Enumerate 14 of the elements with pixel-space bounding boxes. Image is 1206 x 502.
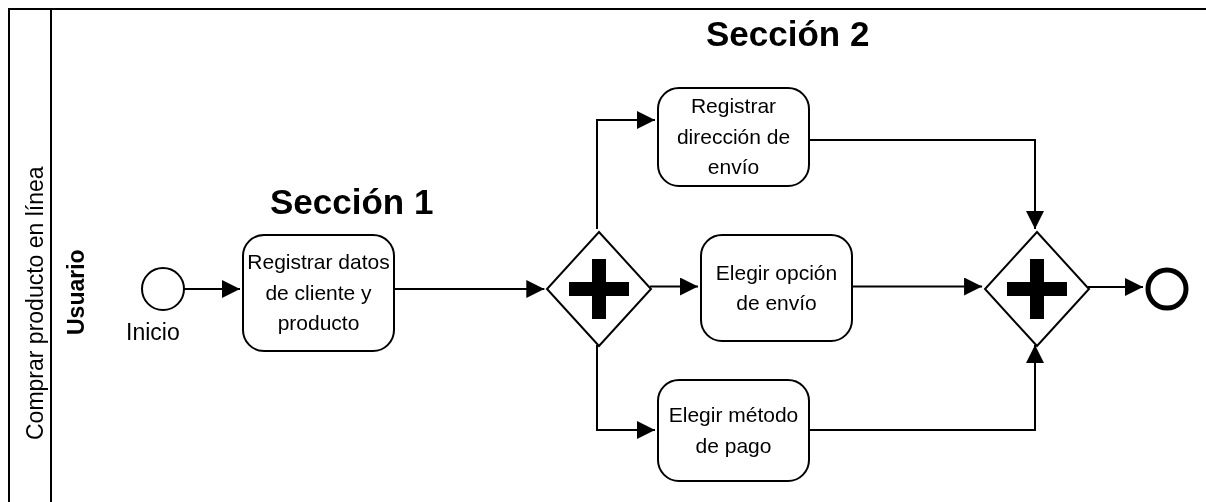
task-box: Elegir opción de envío bbox=[700, 234, 853, 342]
pool-label: Comprar producto en línea bbox=[22, 166, 49, 440]
sequence-flow-arrow bbox=[596, 344, 656, 439]
sequence-flow-arrow bbox=[648, 277, 699, 296]
pool bbox=[8, 8, 1206, 502]
sequence-flow-arrow bbox=[1087, 278, 1144, 296]
task-box: Elegir método de pago bbox=[657, 379, 810, 482]
task-box: Registrar datos de cliente y producto bbox=[242, 234, 395, 352]
task-box: Registrar dirección de envío bbox=[657, 87, 810, 187]
sequence-flow-arrow bbox=[596, 111, 656, 230]
section-heading: Sección 2 bbox=[706, 14, 870, 54]
event-label: Inicio bbox=[126, 319, 180, 346]
section-heading: Sección 1 bbox=[270, 182, 434, 222]
lane-label: Usuario bbox=[63, 249, 90, 335]
